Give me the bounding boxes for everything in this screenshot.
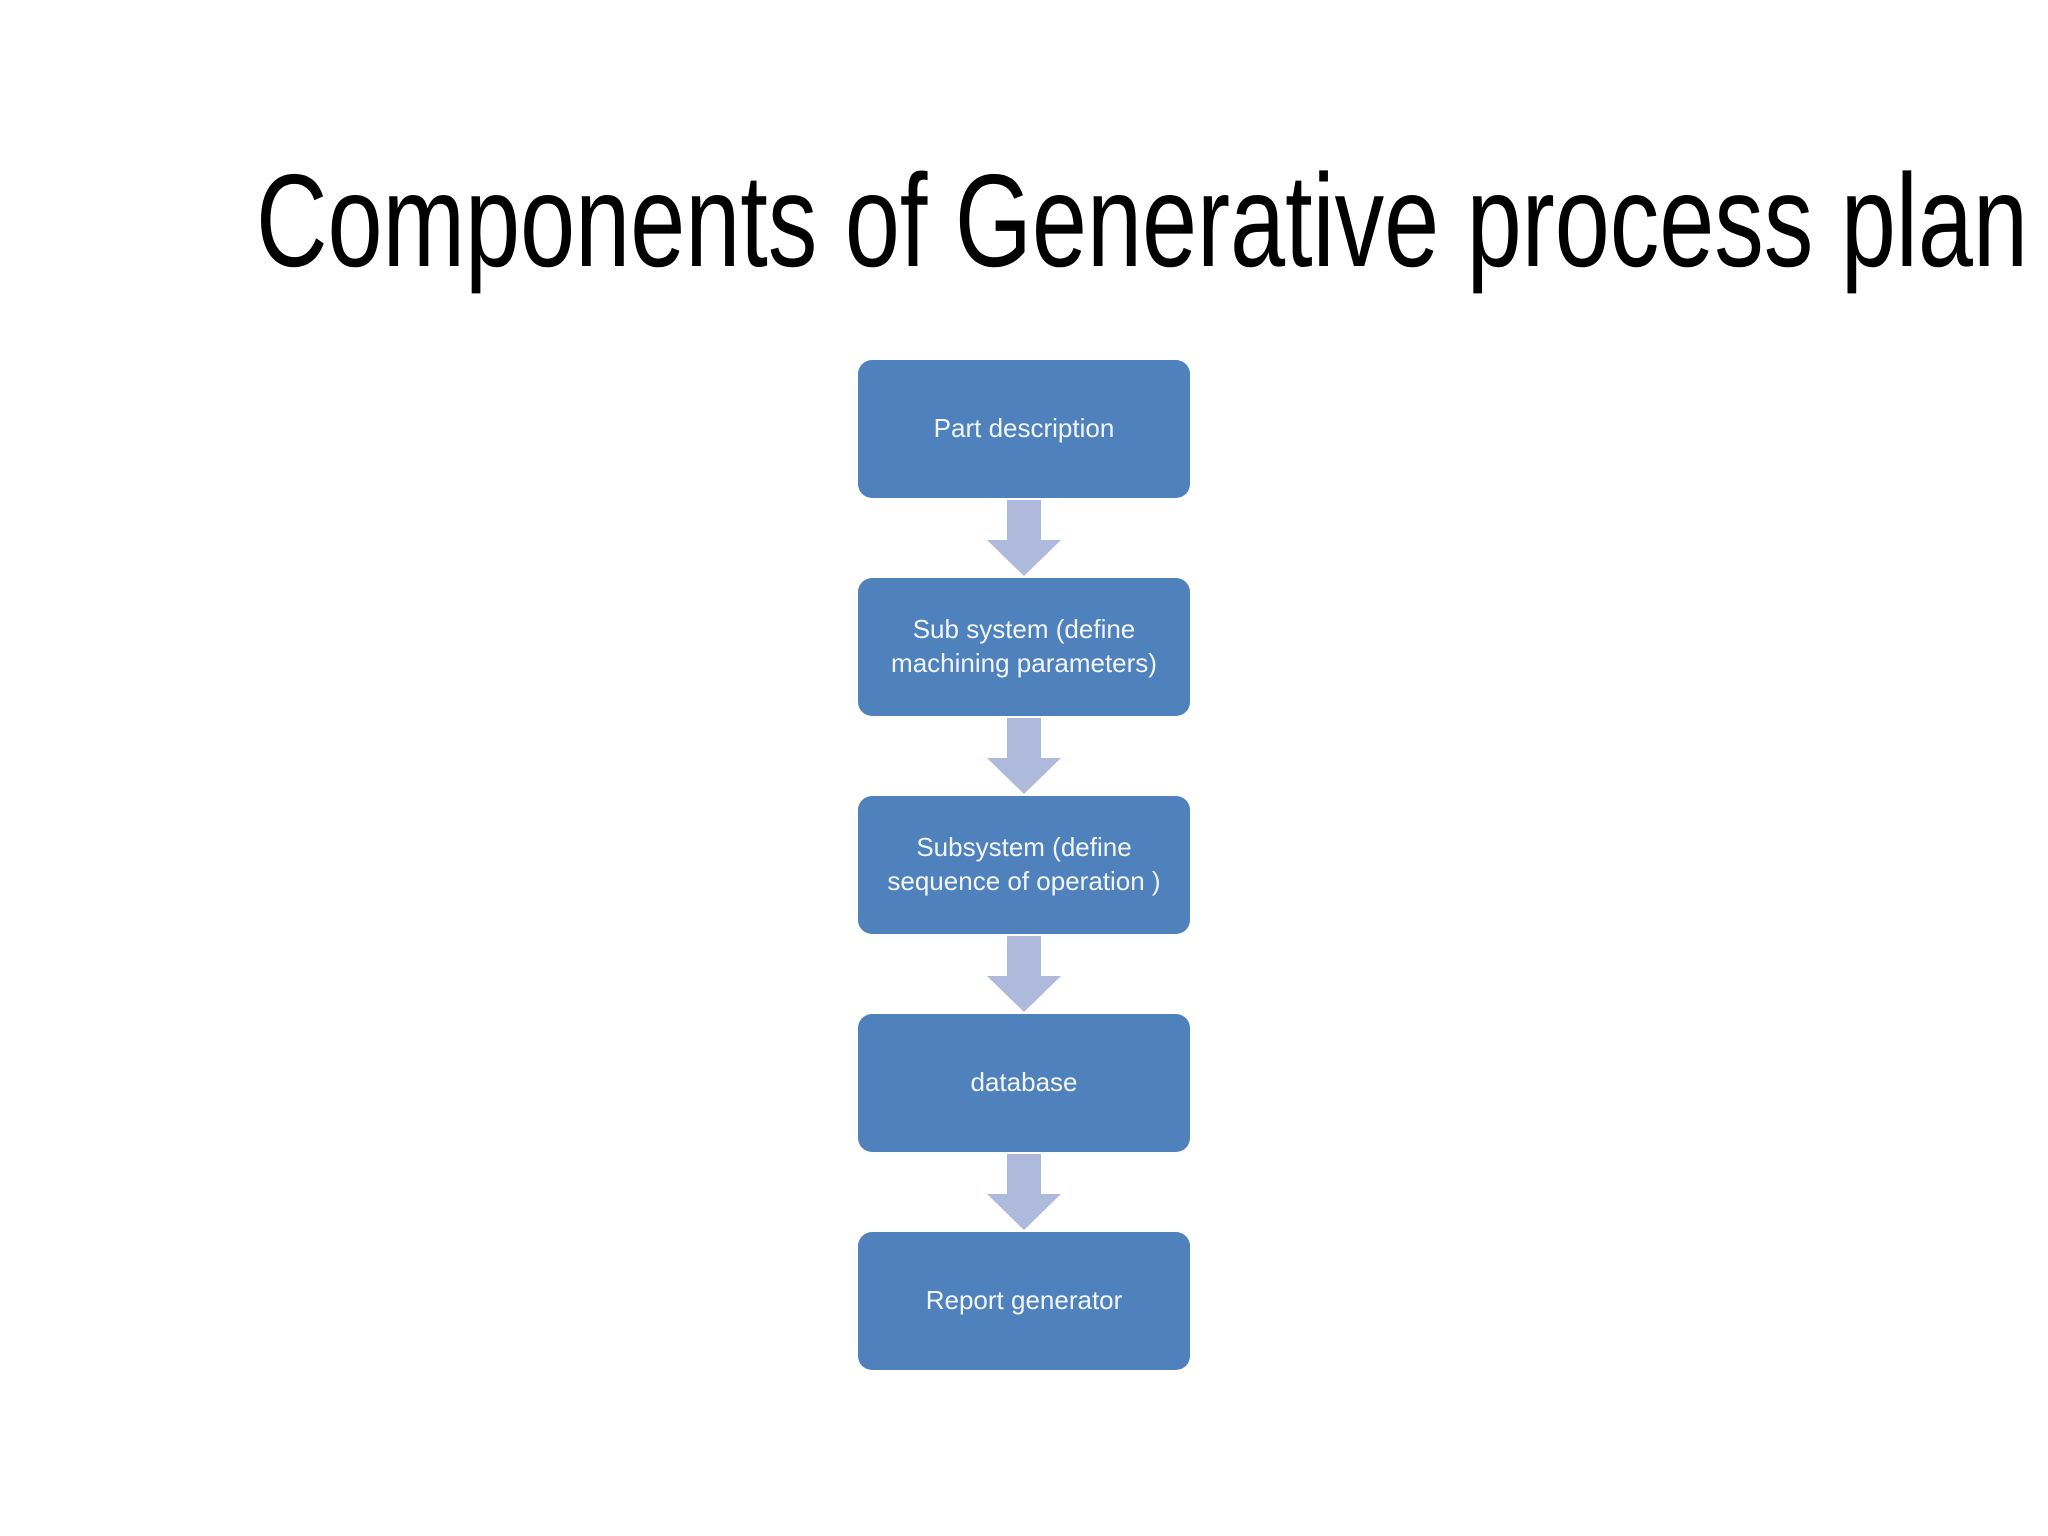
down-arrow-icon	[987, 1154, 1061, 1230]
down-arrow-icon	[987, 500, 1061, 576]
flow-step-subsystem-sequence: Subsystem (define sequence of operation …	[858, 796, 1190, 934]
flow-step-part-description: Part description	[858, 360, 1190, 498]
flow-step-label: database	[970, 1067, 1078, 1098]
flow-step-label: Part description	[933, 413, 1115, 444]
flow-step-database: database	[858, 1014, 1190, 1152]
slide-title: Components of Generative process plan	[256, 147, 2029, 294]
flow-step-report-generator: Report generator	[858, 1232, 1190, 1370]
down-arrow-icon	[987, 718, 1061, 794]
process-flow: Part description Sub system (define mach…	[858, 360, 1190, 1370]
down-arrow-icon	[987, 936, 1061, 1012]
flow-step-label: Report generator	[925, 1285, 1123, 1316]
flow-step-label: Subsystem (define sequence of operation …	[887, 832, 1161, 896]
flow-step-subsystem-machining: Sub system (define machining parameters)	[858, 578, 1190, 716]
flow-step-label: Sub system (define machining parameters)	[891, 614, 1157, 678]
